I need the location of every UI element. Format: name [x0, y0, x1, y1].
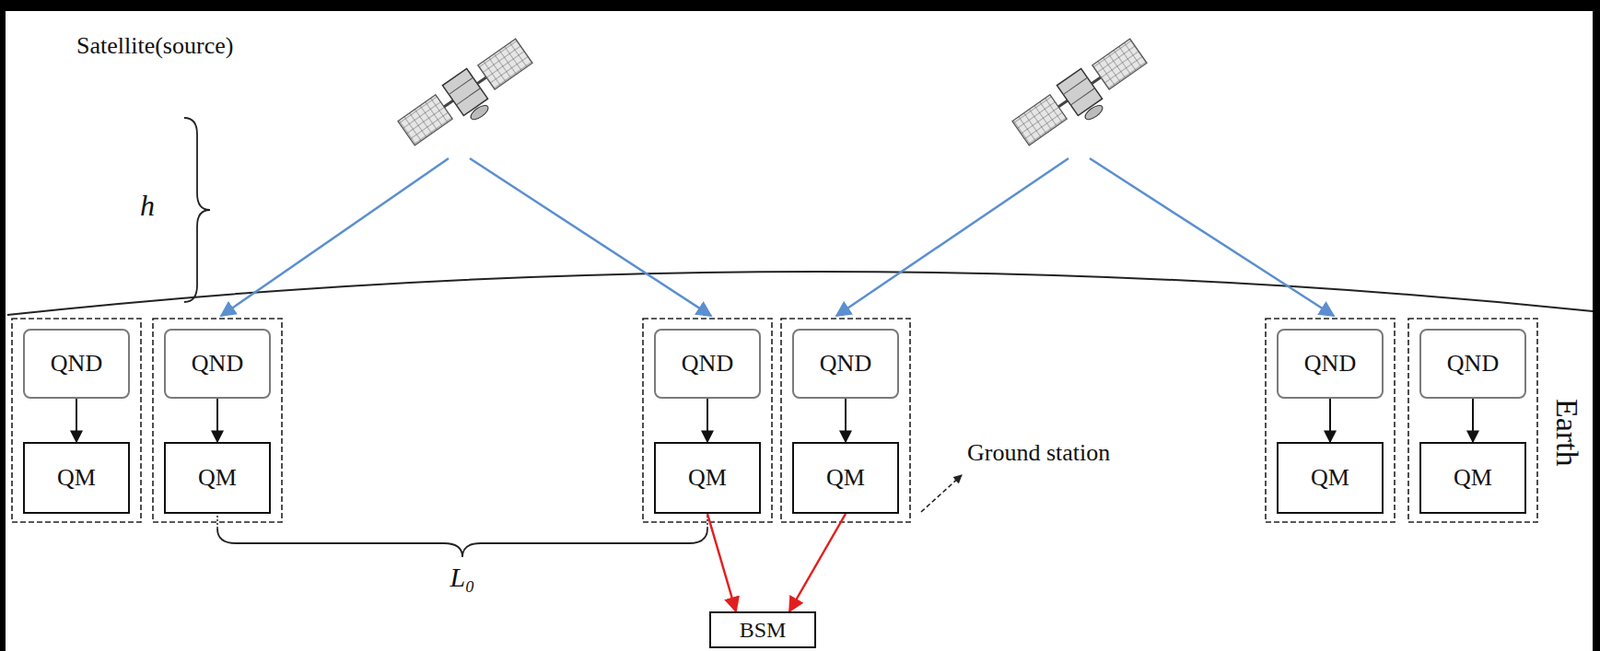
beam-arrow: [836, 158, 1069, 316]
box-text: QND: [1447, 350, 1499, 378]
beam-arrow: [1089, 158, 1334, 316]
station-outlines: [11, 318, 1538, 523]
qm-box: QM: [1276, 442, 1384, 514]
qm-box: QM: [1419, 442, 1527, 514]
qm-box: QM: [23, 442, 130, 514]
height-label: h: [140, 189, 155, 222]
flow-arrow: [1329, 398, 1332, 443]
box-text: QND: [191, 350, 244, 378]
box-text: QM: [1310, 464, 1350, 492]
station-label: Ground station: [967, 440, 1110, 468]
box-text: QM: [826, 464, 865, 492]
distance-brace: [217, 528, 708, 558]
qm-box: QM: [792, 442, 900, 514]
qnd-box: QND: [654, 328, 761, 399]
station-outline: [781, 318, 911, 523]
qnd-box: QND: [792, 328, 900, 399]
box-text: QND: [50, 350, 103, 378]
box-text: BSM: [739, 618, 787, 643]
distance-label: L₀: [449, 561, 475, 593]
earth-label: Earth: [1549, 398, 1584, 468]
flow-arrow: [75, 398, 78, 443]
box-text: QM: [198, 464, 237, 492]
station-outline: [11, 318, 141, 523]
box-text: QND: [819, 350, 872, 378]
qnd-box: QND: [1276, 328, 1384, 399]
satellite-icon: [396, 35, 542, 158]
box-text: QM: [688, 464, 727, 492]
flow-arrow: [216, 398, 219, 443]
station-outline: [642, 318, 772, 523]
height-brace: [184, 117, 211, 303]
earth-surface: [7, 271, 1593, 316]
flow-arrow: [1471, 398, 1474, 443]
leader-arrow: [921, 475, 962, 513]
qm-box: QM: [163, 442, 271, 514]
satellite-icon: [1010, 35, 1157, 158]
dotted-tick: [216, 515, 219, 529]
station-outline: [152, 318, 282, 523]
satellite-beams: [221, 158, 1334, 316]
flow-arrow: [844, 398, 847, 443]
bsm-arrow: [789, 513, 846, 612]
station-outline: [1265, 318, 1395, 523]
qnd-box: QND: [163, 328, 271, 399]
qm-box: QM: [654, 442, 761, 514]
beam-arrow: [469, 158, 712, 316]
box-text: QND: [681, 350, 734, 378]
station-outline: [1408, 318, 1538, 523]
flow-arrow: [706, 398, 709, 443]
bsm-box: BSM: [709, 611, 817, 649]
bsm-arrow: [707, 513, 736, 612]
box-text: QM: [1453, 464, 1493, 492]
qnd-box: QND: [23, 328, 130, 399]
source-label: Satellite(source): [76, 33, 234, 60]
box-text: QND: [1304, 350, 1356, 378]
beam-arrow: [221, 158, 449, 316]
qnd-box: QND: [1419, 328, 1527, 399]
box-text: QM: [57, 464, 96, 492]
